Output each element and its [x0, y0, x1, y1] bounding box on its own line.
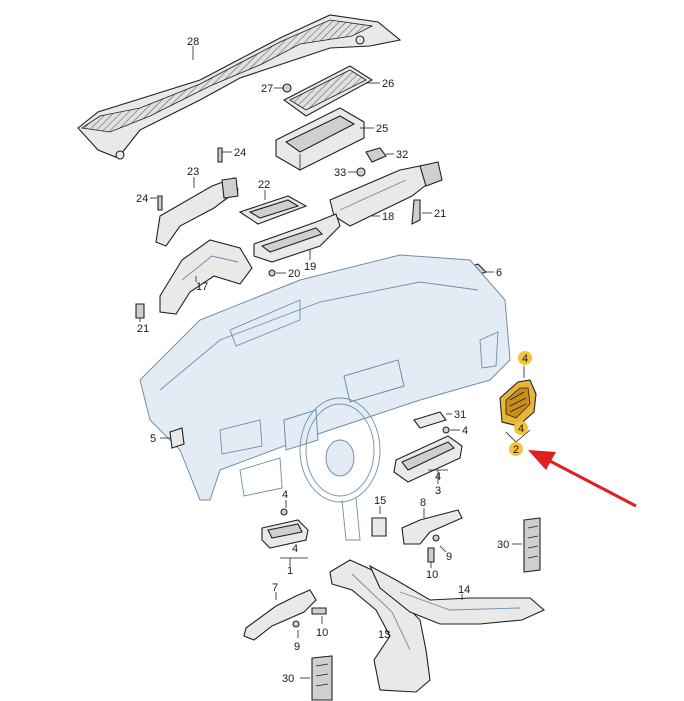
- callout-2: 2: [513, 444, 519, 456]
- callout-1: 1: [287, 565, 293, 577]
- part-33-clip: [356, 167, 366, 177]
- highlight-badge-4-top: [518, 351, 532, 365]
- part-10-screw-left: [311, 607, 327, 615]
- part-18-air-duct: [329, 161, 443, 227]
- callout-24-left: 24: [136, 193, 148, 205]
- callout-4-vent1-bottom: 4: [292, 543, 298, 555]
- highlight-badge-2: [509, 442, 523, 456]
- part-22-center-vent: [238, 195, 308, 225]
- part-10-screw-right: [427, 547, 435, 563]
- callout-26: 26: [382, 78, 394, 90]
- callout-5: 5: [150, 433, 156, 445]
- part-7-air-duct: [243, 589, 317, 641]
- part-14-floor-duct: [368, 564, 546, 625]
- part-21-bracket-right: [411, 199, 421, 225]
- callout-10-right: 10: [426, 569, 438, 581]
- part-24-screw-top: [217, 147, 223, 163]
- callout-25: 25: [376, 123, 388, 135]
- callout-18: 18: [382, 211, 394, 223]
- part-26-grille: [282, 65, 374, 117]
- callout-4-highlight-top: 4: [522, 353, 528, 365]
- callout-22: 22: [258, 179, 270, 191]
- part-17-air-duct: [159, 239, 253, 315]
- part-15-switch: [371, 517, 387, 537]
- part-3-center-vent: [393, 435, 463, 483]
- callout-24-top: 24: [234, 147, 246, 159]
- callout-14: 14: [458, 584, 470, 596]
- callout-4-center: 4: [462, 425, 468, 437]
- callout-30-right: 30: [497, 539, 509, 551]
- callout-9-left: 9: [294, 641, 300, 653]
- part-27-clip: [282, 83, 292, 93]
- part-23-left-duct: [155, 177, 239, 247]
- callout-13: 13: [378, 629, 390, 641]
- part-30-grille-right: [523, 517, 541, 573]
- callout-20: 20: [288, 268, 300, 280]
- callout-17: 17: [196, 281, 208, 293]
- part-8-bracket: [401, 509, 463, 545]
- part-9-screw-right: [432, 534, 440, 542]
- part-24-screw-left: [157, 195, 163, 211]
- dashboard-panel: [139, 254, 511, 501]
- callout-32: 32: [396, 149, 408, 161]
- part-20-screw: [268, 269, 276, 277]
- callout-15: 15: [374, 495, 386, 507]
- callout-8: 8: [420, 497, 426, 509]
- part-5-side-vent: [169, 427, 185, 449]
- callout-33: 33: [334, 167, 346, 179]
- part-2-air-vent-highlighted: [499, 379, 537, 427]
- highlight-badge-4-bottom: [514, 421, 528, 435]
- callout-27: 27: [261, 83, 273, 95]
- part-31-switch: [413, 411, 447, 429]
- part-30-grille-lower: [311, 655, 333, 701]
- callout-21-left: 21: [137, 323, 149, 335]
- callout-21-right: 21: [434, 208, 446, 220]
- callout-19: 19: [304, 261, 316, 273]
- callout-23: 23: [187, 166, 199, 178]
- part-4-clip-left: [280, 508, 288, 516]
- callout-30-lower: 30: [282, 673, 294, 685]
- part-32-clip: [365, 147, 387, 163]
- callout-28: 28: [187, 36, 199, 48]
- callout-3: 3: [435, 485, 441, 497]
- callout-4-vent1-top: 4: [282, 489, 288, 501]
- part-21-bracket-left: [135, 303, 145, 319]
- callout-7: 7: [272, 582, 278, 594]
- part-19-center-duct: [253, 213, 341, 263]
- steering-wheel: [299, 397, 381, 541]
- callout-6: 6: [496, 267, 502, 279]
- part-25-housing: [275, 107, 365, 171]
- callout-4-highlight-bottom: 4: [518, 423, 524, 435]
- part-4-clip-center: [442, 426, 450, 434]
- callout-10-left: 10: [316, 627, 328, 639]
- pointer-arrow: [528, 450, 637, 508]
- callout-4-vent3: 4: [435, 471, 441, 483]
- callout-31: 31: [454, 409, 466, 421]
- part-28-cowl-panel: [77, 14, 402, 160]
- part-1-vent: [261, 519, 309, 549]
- callout-9-right: 9: [446, 551, 452, 563]
- part-9-screw-left: [292, 620, 300, 628]
